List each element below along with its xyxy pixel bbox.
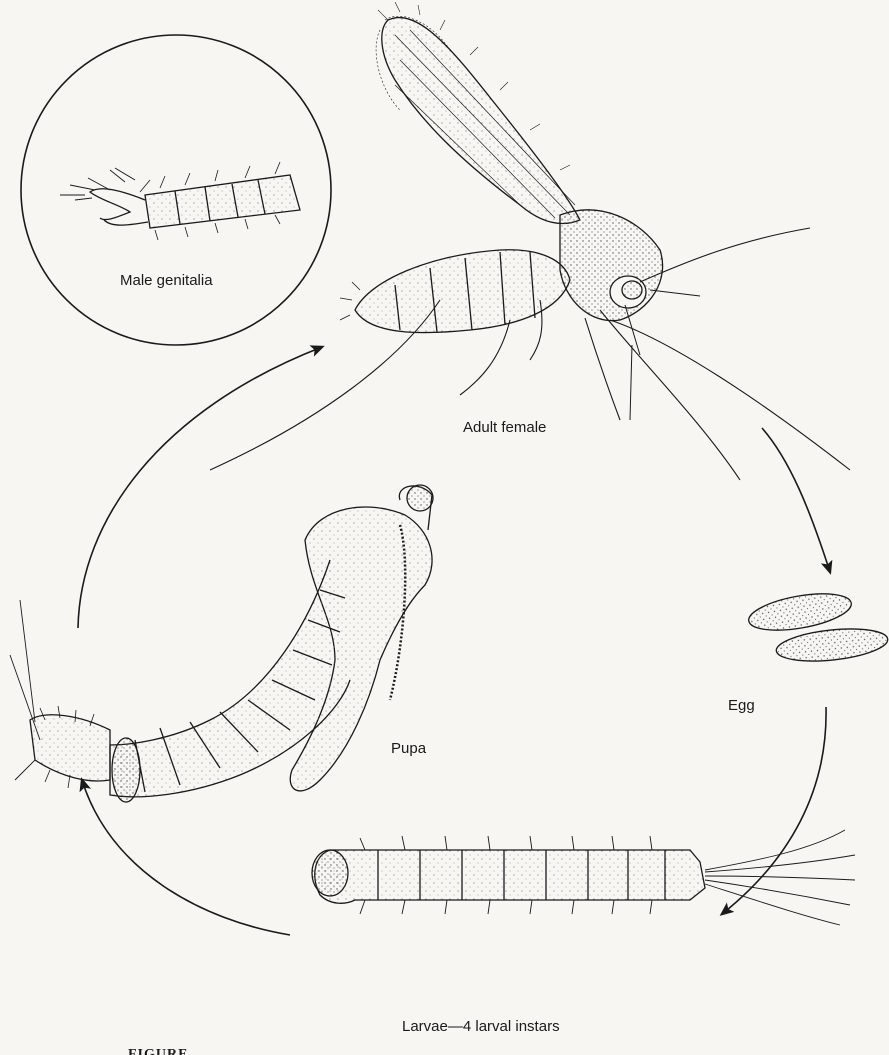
male-abdomen-illustration <box>60 162 300 240</box>
cycle-arrows <box>78 347 830 935</box>
egg-illustration <box>746 587 889 666</box>
adult-female-label: Adult female <box>463 419 546 436</box>
egg-2 <box>775 624 889 666</box>
egg-label: Egg <box>728 697 755 714</box>
male-genitalia-label: Male genitalia <box>120 272 213 289</box>
larva-illustration <box>312 830 855 925</box>
male-genitalia-inset <box>21 35 331 345</box>
figure-caption-partial: FIGURE <box>128 1046 188 1055</box>
pupa-illustration <box>10 485 433 802</box>
pupa-label: Pupa <box>391 740 426 757</box>
arrow-egg-to-larva <box>722 707 826 914</box>
arrow-larva-to-pupa <box>82 780 290 935</box>
adult-female-illustration <box>210 2 850 480</box>
arrow-pupa-to-adult <box>78 347 322 628</box>
larvae-label: Larvae—4 larval instars <box>402 1018 560 1035</box>
arrow-adult-to-egg <box>762 428 830 572</box>
